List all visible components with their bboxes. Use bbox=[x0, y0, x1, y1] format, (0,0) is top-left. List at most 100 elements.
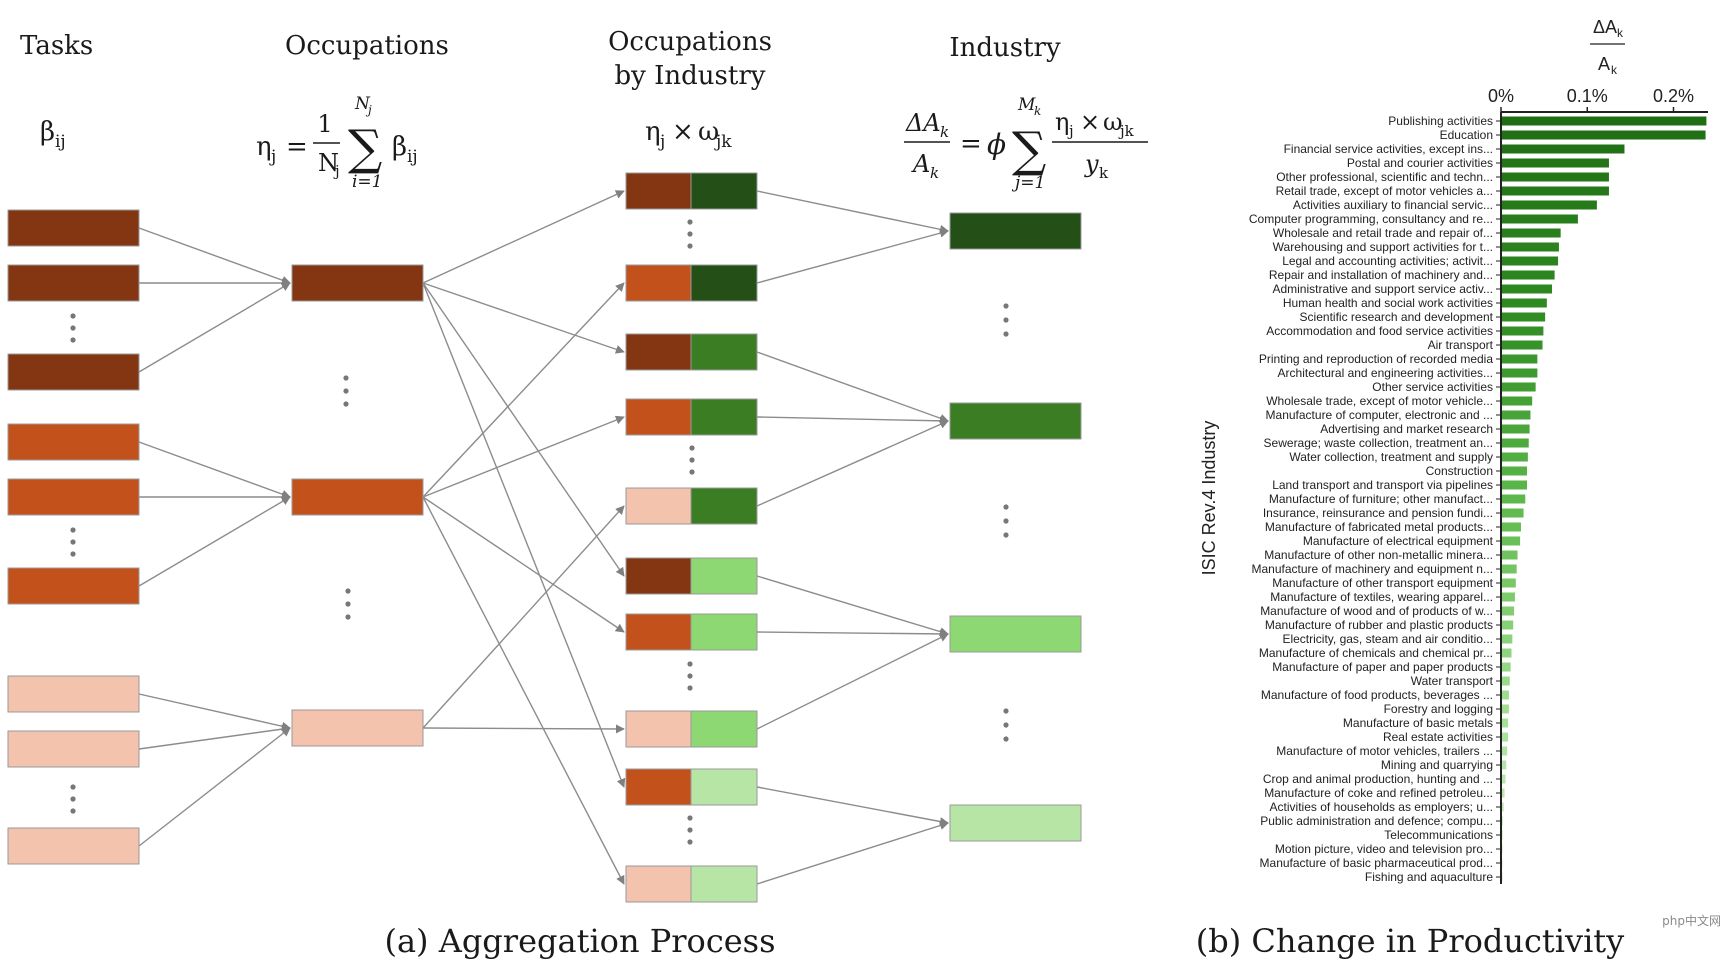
ellipsis-dot bbox=[689, 445, 695, 451]
bar bbox=[1502, 382, 1536, 392]
arrow-edge bbox=[422, 496, 625, 885]
formula-omega-sub: jk bbox=[714, 132, 732, 152]
formula-beta-right: β bbox=[392, 132, 407, 162]
axis-title-num-sub: k bbox=[1617, 26, 1624, 40]
y-tick-label: Repair and installation of machinery and… bbox=[1269, 268, 1493, 282]
y-tick-label: Architectural and engineering activities… bbox=[1278, 366, 1493, 380]
formula-ind-rnum-omega: ω bbox=[1103, 108, 1123, 136]
arrow-edge bbox=[756, 228, 949, 284]
arrow-edge bbox=[138, 724, 291, 750]
ind-sum-symbol: ∑ bbox=[1012, 122, 1046, 178]
arrow-edge bbox=[138, 727, 291, 847]
y-tick-label: Manufacture of coke and refined petroleu… bbox=[1264, 786, 1493, 800]
edge-layer bbox=[138, 190, 949, 885]
bar bbox=[1502, 158, 1609, 168]
arrow-edge bbox=[756, 416, 949, 426]
y-tick-label: Accommodation and food service activitie… bbox=[1266, 324, 1493, 338]
bar bbox=[1502, 368, 1538, 378]
bar bbox=[1502, 774, 1506, 784]
arrow-edge bbox=[422, 282, 625, 354]
arrow-edge bbox=[756, 629, 949, 639]
bar bbox=[1502, 606, 1515, 616]
bar bbox=[1502, 354, 1538, 364]
arrow-edge bbox=[756, 633, 949, 730]
bar bbox=[1502, 270, 1555, 280]
bar bbox=[1502, 872, 1503, 882]
formula-occupations: η j = 1 N j N j ∑ i=1 β ij bbox=[256, 94, 418, 192]
occ-by-industry-box-right bbox=[690, 613, 758, 651]
bar bbox=[1502, 144, 1625, 154]
bar bbox=[1502, 396, 1533, 406]
arrow-edge bbox=[422, 282, 625, 498]
panel-a-aggregation: Tasks Occupations Occupations by Industr… bbox=[7, 27, 1148, 960]
formula-ind-equals: = bbox=[960, 129, 982, 159]
bar bbox=[1502, 340, 1543, 350]
bar bbox=[1502, 536, 1521, 546]
bar bbox=[1502, 312, 1546, 322]
y-tick-label: Manufacture of machinery and equipment n… bbox=[1252, 562, 1493, 576]
y-tick-label: Manufacture of textiles, wearing apparel… bbox=[1270, 590, 1493, 604]
bar bbox=[1502, 200, 1597, 210]
bar bbox=[1502, 550, 1518, 560]
bar bbox=[1502, 858, 1503, 868]
arrow-edge bbox=[422, 505, 625, 729]
formula-frac-one: 1 bbox=[317, 110, 332, 138]
arrow-edge bbox=[422, 496, 625, 633]
y-tick-label: Other professional, scientific and techn… bbox=[1276, 170, 1493, 184]
formula-ind-num: ΔA bbox=[905, 109, 941, 137]
occ-by-industry-box-right bbox=[690, 487, 758, 525]
y-tick-label: Education bbox=[1440, 128, 1493, 142]
task-box bbox=[7, 478, 140, 516]
occ-by-industry-box-left bbox=[625, 557, 692, 595]
bar bbox=[1502, 802, 1504, 812]
ellipsis-dot bbox=[1003, 331, 1009, 337]
y-tick-label: Wholesale and retail trade and repair of… bbox=[1273, 226, 1493, 240]
formula-omega: ω bbox=[698, 117, 719, 147]
panel-b-productivity-chart: ΔA k A k ISIC Rev.4 Industry 0%0.1%0.2%P… bbox=[1196, 17, 1708, 960]
ellipsis-dot bbox=[1003, 736, 1009, 742]
ellipsis-dot bbox=[345, 614, 351, 620]
task-box bbox=[7, 353, 140, 391]
formula-ind-rnum-omega-sub: jk bbox=[1118, 122, 1135, 140]
occ-by-industry-box-left bbox=[625, 865, 692, 903]
y-tick-label: Air transport bbox=[1428, 338, 1494, 352]
y-tick-label: Public administration and defence; compu… bbox=[1260, 814, 1493, 828]
occ-by-industry-box-left bbox=[625, 710, 692, 748]
task-box bbox=[7, 567, 140, 605]
bar bbox=[1502, 620, 1514, 630]
y-tick-label: Wholesale trade, except of motor vehicle… bbox=[1266, 394, 1493, 408]
bar bbox=[1502, 284, 1553, 294]
y-tick-label: Water transport bbox=[1411, 674, 1494, 688]
y-tick-label: Postal and courier activities bbox=[1347, 156, 1493, 170]
y-tick-label: Insurance, reinsurance and pension fundi… bbox=[1263, 506, 1493, 520]
formula-eta-sub: j bbox=[269, 147, 276, 167]
arrow-edge bbox=[138, 441, 291, 499]
y-tick-label: Financial service activities, except ins… bbox=[1284, 142, 1493, 156]
formula-industry: ΔA k A k = ϕ M k ∑ j=1 η j × ω jk y k bbox=[904, 95, 1148, 193]
y-tick-label: Printing and reproduction of recorded me… bbox=[1259, 352, 1493, 366]
y-tick-label: Manufacture of motor vehicles, trailers … bbox=[1276, 744, 1493, 758]
y-tick-label: Mining and quarrying bbox=[1381, 758, 1493, 772]
ellipsis-dot bbox=[70, 551, 76, 557]
bar bbox=[1502, 256, 1559, 266]
axis-title-den-sub: k bbox=[1611, 63, 1618, 77]
bar bbox=[1502, 172, 1609, 182]
y-tick-label: Fishing and aquaculture bbox=[1365, 870, 1493, 884]
y-tick-label: Crop and animal production, hunting and … bbox=[1263, 772, 1493, 786]
bar bbox=[1502, 578, 1516, 588]
axis-title-num: ΔA bbox=[1593, 17, 1617, 37]
occ-by-industry-box-left bbox=[625, 487, 692, 525]
caption-a: (a) Aggregation Process bbox=[384, 922, 775, 960]
ellipsis-dot bbox=[687, 685, 693, 691]
bar bbox=[1502, 662, 1511, 672]
ellipsis-dot bbox=[345, 588, 351, 594]
arrow-edge bbox=[756, 190, 949, 234]
bar bbox=[1502, 116, 1707, 126]
formula-ind-rden-sub: k bbox=[1099, 164, 1109, 182]
arrow-edge bbox=[138, 227, 291, 285]
y-tick-label: Manufacture of basic metals bbox=[1343, 716, 1493, 730]
task-box bbox=[7, 827, 140, 865]
x-tick-label: 0.1% bbox=[1567, 86, 1608, 106]
arrow-edge bbox=[756, 786, 949, 826]
arrow-edge bbox=[756, 821, 949, 885]
